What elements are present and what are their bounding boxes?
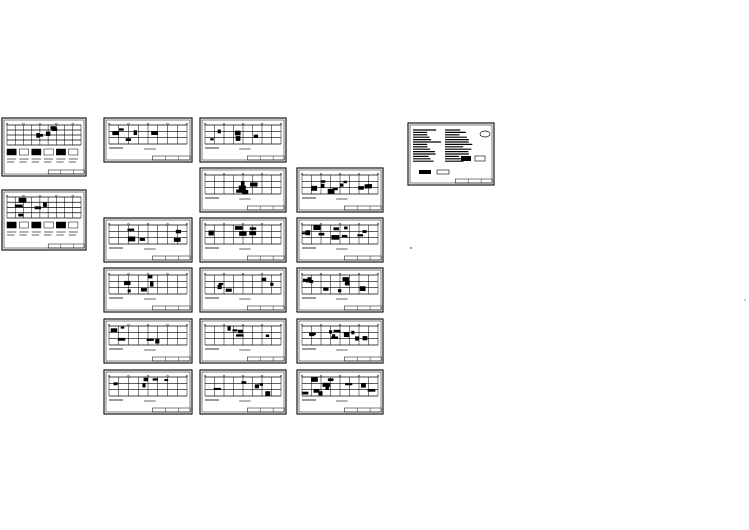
drawing-sheet-column-2-3[interactable] [103, 267, 193, 313]
drawing-sheet-column-3-6[interactable] [199, 369, 287, 415]
stray-point [744, 299, 746, 301]
drawing-sheet-column-2-4[interactable] [103, 318, 193, 364]
drawing-sheet-column-3-3[interactable] [199, 217, 287, 263]
drawing-sheet-column-3-1[interactable] [199, 117, 287, 163]
drawing-sheet-column-2-1[interactable] [103, 117, 193, 163]
drawing-sheet-column-3-4[interactable] [199, 267, 287, 313]
drawing-sheet-column-2-2[interactable] [103, 217, 193, 263]
drawing-sheet-column-4-3[interactable] [296, 267, 384, 313]
drawing-sheet-column-3-2[interactable] [199, 167, 287, 213]
drawing-sheet-left-column-1[interactable] [1, 117, 87, 177]
drawing-sheet-column-2-5[interactable] [103, 369, 193, 415]
drawing-sheet-column-4-2[interactable] [296, 217, 384, 263]
drawing-sheet-right-1[interactable] [407, 122, 495, 186]
drawing-sheet-column-4-5[interactable] [296, 369, 384, 415]
drawing-sheet-column-4-4[interactable] [296, 318, 384, 364]
stray-point [410, 247, 412, 249]
drawing-sheet-column-4-1[interactable] [296, 167, 384, 213]
drawing-sheets [1, 117, 495, 415]
drawing-sheet-left-column-2[interactable] [1, 189, 87, 251]
drawing-sheet-column-3-5[interactable] [199, 318, 287, 364]
